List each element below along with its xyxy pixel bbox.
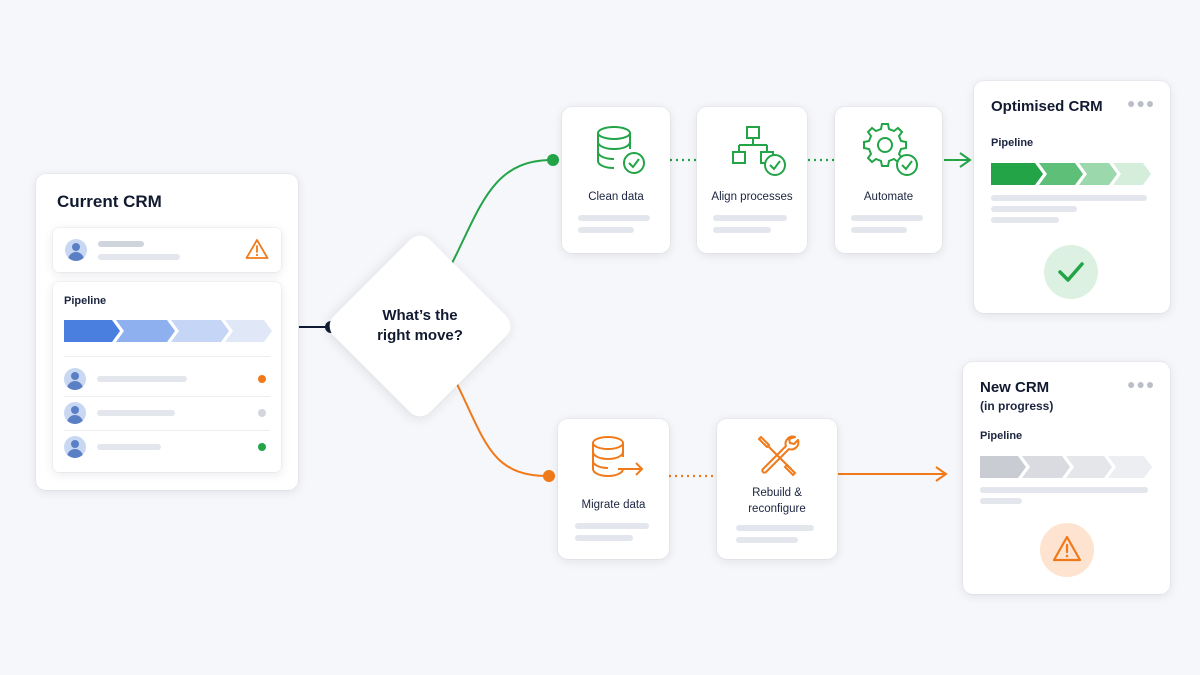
pipeline-label: Pipeline [980, 430, 1023, 442]
step-label: Automate [863, 191, 914, 203]
pipeline-stages [991, 163, 1151, 185]
placeholder-line [98, 241, 144, 247]
avatar [64, 436, 86, 458]
placeholder-line [97, 410, 175, 416]
step-automate: Automate [835, 107, 942, 253]
step-label: Clean data [588, 191, 644, 203]
step-label: Align processes [711, 191, 793, 203]
placeholder-line [991, 206, 1077, 212]
pipeline-label: Pipeline [64, 295, 107, 307]
placeholder-line [98, 254, 180, 260]
optimised-crm-title: Optimised CRM [991, 98, 1103, 115]
placeholder-line [851, 215, 923, 221]
placeholder-line [713, 227, 771, 233]
alert-row [53, 228, 281, 272]
more-options-icon[interactable]: ●●● [1127, 376, 1156, 392]
status-dot-green [258, 443, 266, 451]
avatar [64, 402, 86, 424]
warning-icon [1052, 535, 1082, 562]
new-crm-title: New CRM [980, 379, 1050, 396]
database-check-icon [597, 126, 645, 174]
placeholder-line [736, 537, 798, 543]
warning-icon [245, 239, 269, 259]
placeholder-line [578, 215, 650, 221]
step-rebuild-reconfigure: Rebuild & reconfigure [717, 419, 837, 559]
status-dot-grey [258, 409, 266, 417]
pipeline-panel: Pipeline [53, 282, 281, 472]
placeholder-line [97, 444, 161, 450]
pipeline-stages [64, 320, 272, 342]
placeholder-line [851, 227, 907, 233]
step-label: Migrate data [581, 499, 646, 511]
pipeline-label: Pipeline [991, 137, 1034, 149]
placeholder-line [736, 525, 814, 531]
placeholder-line [713, 215, 787, 221]
placeholder-line [575, 523, 649, 529]
new-crm-card: New CRM (in progress) ●●● Pipeline [963, 362, 1170, 594]
database-arrow-icon [592, 436, 644, 478]
new-crm-status: (in progress) [980, 399, 1054, 413]
divider [64, 356, 270, 357]
step-clean-data: Clean data [562, 107, 670, 253]
step-align-processes: Align processes [697, 107, 807, 253]
current-crm-title: Current CRM [57, 192, 162, 211]
placeholder-line [980, 487, 1148, 493]
optimised-crm-card: Optimised CRM ●●● Pipeline [974, 81, 1170, 313]
status-dot-orange [258, 375, 266, 383]
placeholder-line [991, 217, 1059, 223]
avatar [64, 368, 86, 390]
divider [64, 396, 270, 397]
warning-badge [1040, 523, 1094, 577]
checkmark-icon [1058, 262, 1084, 282]
current-crm-card: Current CRM Pipeline [36, 174, 298, 490]
success-badge [1044, 245, 1098, 299]
more-options-icon[interactable]: ●●● [1127, 95, 1156, 111]
placeholder-line [980, 498, 1022, 504]
step-migrate-data: Migrate data [558, 419, 669, 559]
placeholder-line [578, 227, 634, 233]
decision-question: What’s the right move? [377, 307, 463, 344]
flowchart-check-icon [732, 126, 786, 176]
divider [64, 430, 270, 431]
gear-check-icon [863, 123, 918, 176]
placeholder-line [991, 195, 1147, 201]
placeholder-line [97, 376, 187, 382]
avatar [65, 239, 87, 261]
step-label: Rebuild & reconfigure [748, 487, 806, 515]
tools-icon [758, 435, 800, 477]
pipeline-stages [980, 456, 1152, 478]
placeholder-line [575, 535, 633, 541]
